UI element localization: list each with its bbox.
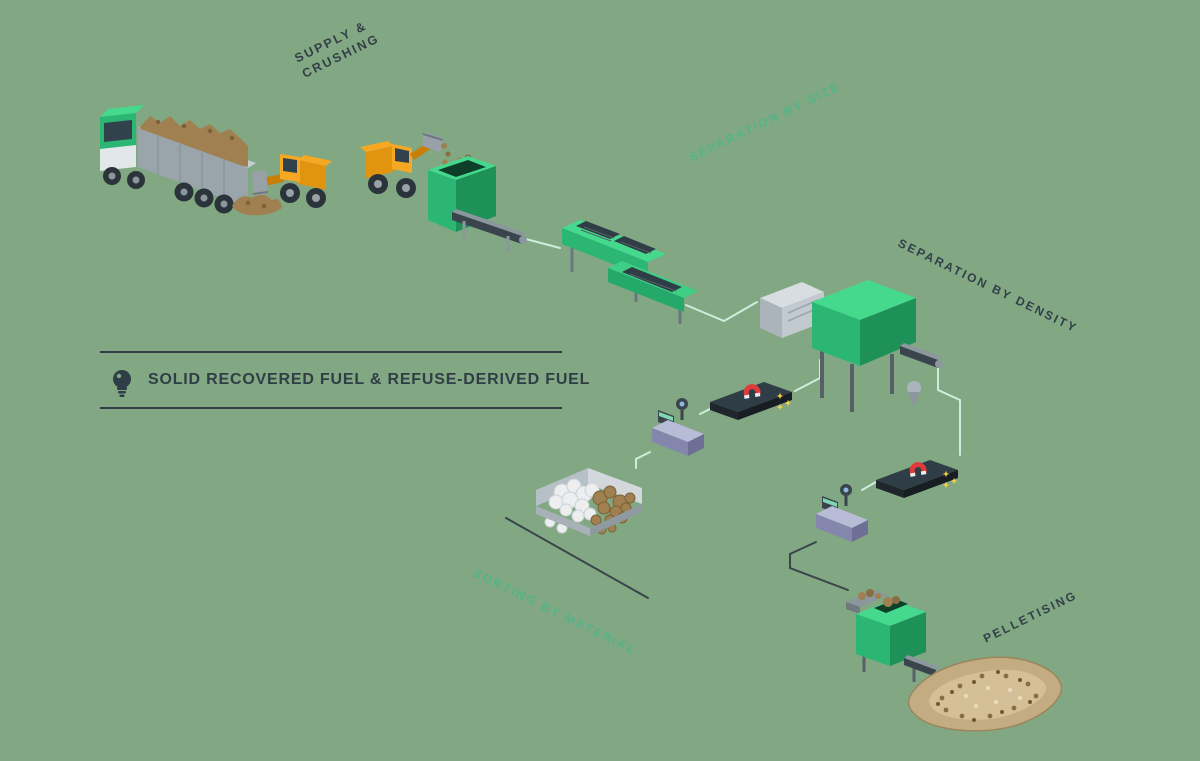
leader-lines	[505, 517, 849, 599]
magnet-icon	[909, 462, 927, 477]
pelletiser	[846, 589, 947, 688]
optical-sorter-2	[816, 484, 868, 542]
crusher-outfeed-conveyor	[452, 209, 527, 253]
wheel-loader-2	[360, 132, 451, 198]
waste-pile-ground	[232, 194, 282, 216]
magnetic-separator-2	[876, 460, 958, 498]
optical-sorter-1	[652, 398, 704, 456]
screening-conveyor	[562, 220, 698, 324]
crusher-hopper	[428, 154, 496, 232]
pellet-pile	[907, 656, 1063, 732]
magnet-icon	[743, 384, 761, 399]
legend-text: SOLID RECOVERED FUEL & REFUSE-DERIVED FU…	[148, 371, 591, 388]
magnetic-separator-1	[710, 382, 792, 420]
sorted-waste-container	[536, 468, 642, 536]
wheel-loader-1	[252, 154, 332, 208]
legend	[100, 351, 562, 409]
lightbulb-icon	[113, 370, 131, 397]
waste-truck	[100, 105, 256, 214]
density-separator	[760, 280, 943, 412]
